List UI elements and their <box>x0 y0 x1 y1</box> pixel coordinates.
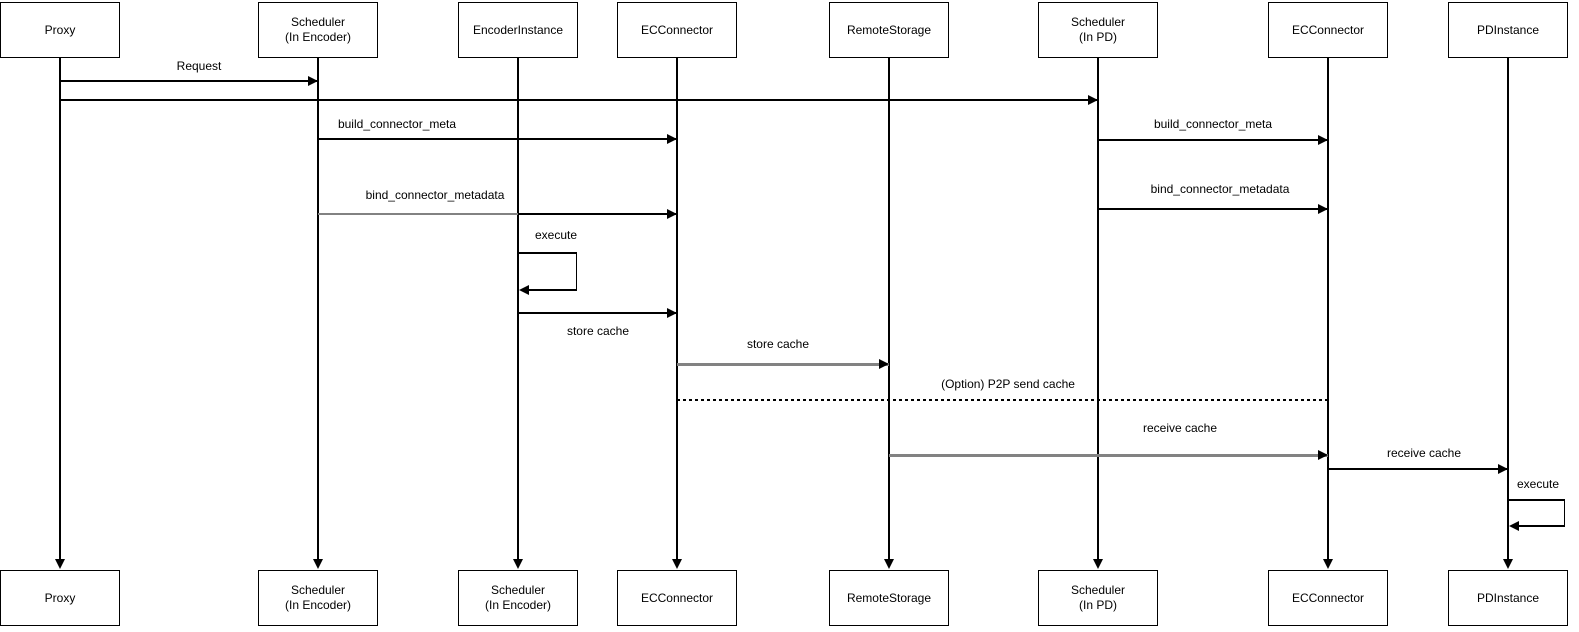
actor-label: Scheduler <box>490 583 546 597</box>
message-line-request <box>60 80 318 82</box>
lifeline-proxy <box>59 58 61 559</box>
message-line-build-connector-meta-pd <box>1098 139 1328 141</box>
message-line-bind-connector-metadata-encoder <box>318 212 518 216</box>
actor-label: (In Encoder) <box>284 598 352 612</box>
actor-label: RemoteStorage <box>846 590 932 605</box>
actor-box-top-ec-connector-2: ECConnector <box>1268 2 1388 58</box>
arrow-down-icon <box>672 559 682 569</box>
message-line-receive-cache-to-pd <box>1328 468 1508 470</box>
message-label-receive-cache-from-storage: receive cache <box>1142 421 1218 435</box>
actor-label: (In PD) <box>1078 30 1117 44</box>
arrow-down-icon <box>1503 559 1513 569</box>
message-label-store-cache-to-connector: store cache <box>566 324 630 338</box>
self-loop-bottom-execute-encoder <box>528 289 577 291</box>
message-line-receive-cache-from-storage <box>889 453 1328 457</box>
actor-label: Scheduler <box>1070 15 1126 29</box>
actor-box-top-proxy: Proxy <box>0 2 120 58</box>
message-label-store-cache-to-storage: store cache <box>746 337 810 351</box>
actor-box-bottom-remote-storage: RemoteStorage <box>829 570 949 626</box>
arrow-down-icon <box>313 559 323 569</box>
arrow-right-icon <box>1318 204 1328 214</box>
self-loop-bottom-execute-pd <box>1518 525 1565 527</box>
self-loop-top-execute-pd <box>1508 499 1565 501</box>
lifeline-ec-connector-1 <box>676 58 678 559</box>
lifeline-ec-connector-2 <box>1327 58 1329 559</box>
actor-label: (In Encoder) <box>284 30 352 44</box>
message-line-bind-connector-metadata-pd <box>1098 208 1328 210</box>
arrow-left-icon <box>1509 520 1519 531</box>
actor-label: ECConnector <box>1291 590 1365 605</box>
message-line-store-cache-to-connector <box>518 312 677 314</box>
message-line-p2p-send-cache <box>677 399 1328 401</box>
lifeline-pd-instance <box>1507 58 1509 559</box>
message-label-bind-connector-metadata-pd: bind_connector_metadata <box>1150 182 1290 196</box>
arrow-down-icon <box>1323 559 1333 569</box>
actor-box-bottom-ec-connector-2: ECConnector <box>1268 570 1388 626</box>
message-line-bind-connector-metadata-arrow <box>518 213 677 215</box>
arrow-right-icon <box>667 209 677 219</box>
arrow-right-icon <box>1318 135 1328 145</box>
actor-label: EncoderInstance <box>472 22 564 37</box>
actor-label: Scheduler <box>1070 583 1126 597</box>
message-label-execute-pd: execute <box>1516 477 1560 491</box>
message-label-execute-encoder: execute <box>534 228 578 242</box>
arrow-down-icon <box>884 559 894 569</box>
actor-box-top-remote-storage: RemoteStorage <box>829 2 949 58</box>
arrow-right-icon <box>667 308 677 318</box>
message-label-request: Request <box>176 59 222 73</box>
actor-box-bottom-pd-instance: PDInstance <box>1448 570 1568 626</box>
actor-box-top-encoder-instance: EncoderInstance <box>458 2 578 58</box>
actor-box-bottom-scheduler-encoder: Scheduler(In Encoder) <box>258 570 378 626</box>
arrow-left-icon <box>519 284 529 295</box>
arrow-right-icon <box>1318 450 1328 460</box>
actor-label: ECConnector <box>1291 22 1365 37</box>
actor-box-top-pd-instance: PDInstance <box>1448 2 1568 58</box>
message-label-p2p-send-cache: (Option) P2P send cache <box>941 377 1075 391</box>
actor-box-top-scheduler-pd: Scheduler(In PD) <box>1038 2 1158 58</box>
self-loop-right-execute-encoder <box>575 253 577 290</box>
message-label-build-connector-meta-encoder: build_connector_meta <box>337 117 457 131</box>
arrow-right-icon <box>879 359 889 369</box>
message-line-forward-request <box>60 99 1098 101</box>
actor-label: ECConnector <box>640 590 714 605</box>
actor-box-top-scheduler-encoder: Scheduler(In Encoder) <box>258 2 378 58</box>
actor-label: (In PD) <box>1078 598 1117 612</box>
actor-label: Proxy <box>44 22 76 37</box>
actor-label: (In Encoder) <box>484 598 552 612</box>
message-label-receive-cache-to-pd: receive cache <box>1386 446 1462 460</box>
message-line-build-connector-meta-encoder <box>318 138 677 140</box>
arrow-down-icon <box>55 559 65 569</box>
arrow-right-icon <box>667 134 677 144</box>
message-label-bind-connector-metadata-encoder: bind_connector_metadata <box>365 188 505 202</box>
arrow-right-icon <box>1088 95 1098 105</box>
lifeline-remote-storage <box>888 58 890 559</box>
lifeline-scheduler-pd <box>1097 58 1099 559</box>
actor-label: RemoteStorage <box>846 22 932 37</box>
message-label-build-connector-meta-pd: build_connector_meta <box>1153 117 1273 131</box>
self-loop-top-execute-encoder <box>518 252 577 254</box>
actor-label: Proxy <box>44 590 76 605</box>
self-loop-right-execute-pd <box>1563 500 1565 526</box>
arrow-right-icon <box>1498 464 1508 474</box>
actor-box-bottom-scheduler-encoder-2: Scheduler(In Encoder) <box>458 570 578 626</box>
actor-box-bottom-ec-connector-1: ECConnector <box>617 570 737 626</box>
actor-box-bottom-proxy: Proxy <box>0 570 120 626</box>
actor-box-bottom-scheduler-pd: Scheduler(In PD) <box>1038 570 1158 626</box>
lifeline-encoder-instance <box>517 58 519 559</box>
actor-label: Scheduler <box>290 15 346 29</box>
actor-box-top-ec-connector-1: ECConnector <box>617 2 737 58</box>
actor-label: Scheduler <box>290 583 346 597</box>
arrow-right-icon <box>308 76 318 86</box>
message-line-store-cache-to-storage <box>677 362 889 366</box>
arrow-down-icon <box>513 559 523 569</box>
actor-label: PDInstance <box>1476 590 1540 605</box>
actor-label: ECConnector <box>640 22 714 37</box>
actor-label: PDInstance <box>1476 22 1540 37</box>
arrow-down-icon <box>1093 559 1103 569</box>
lifeline-scheduler-encoder <box>317 58 319 559</box>
